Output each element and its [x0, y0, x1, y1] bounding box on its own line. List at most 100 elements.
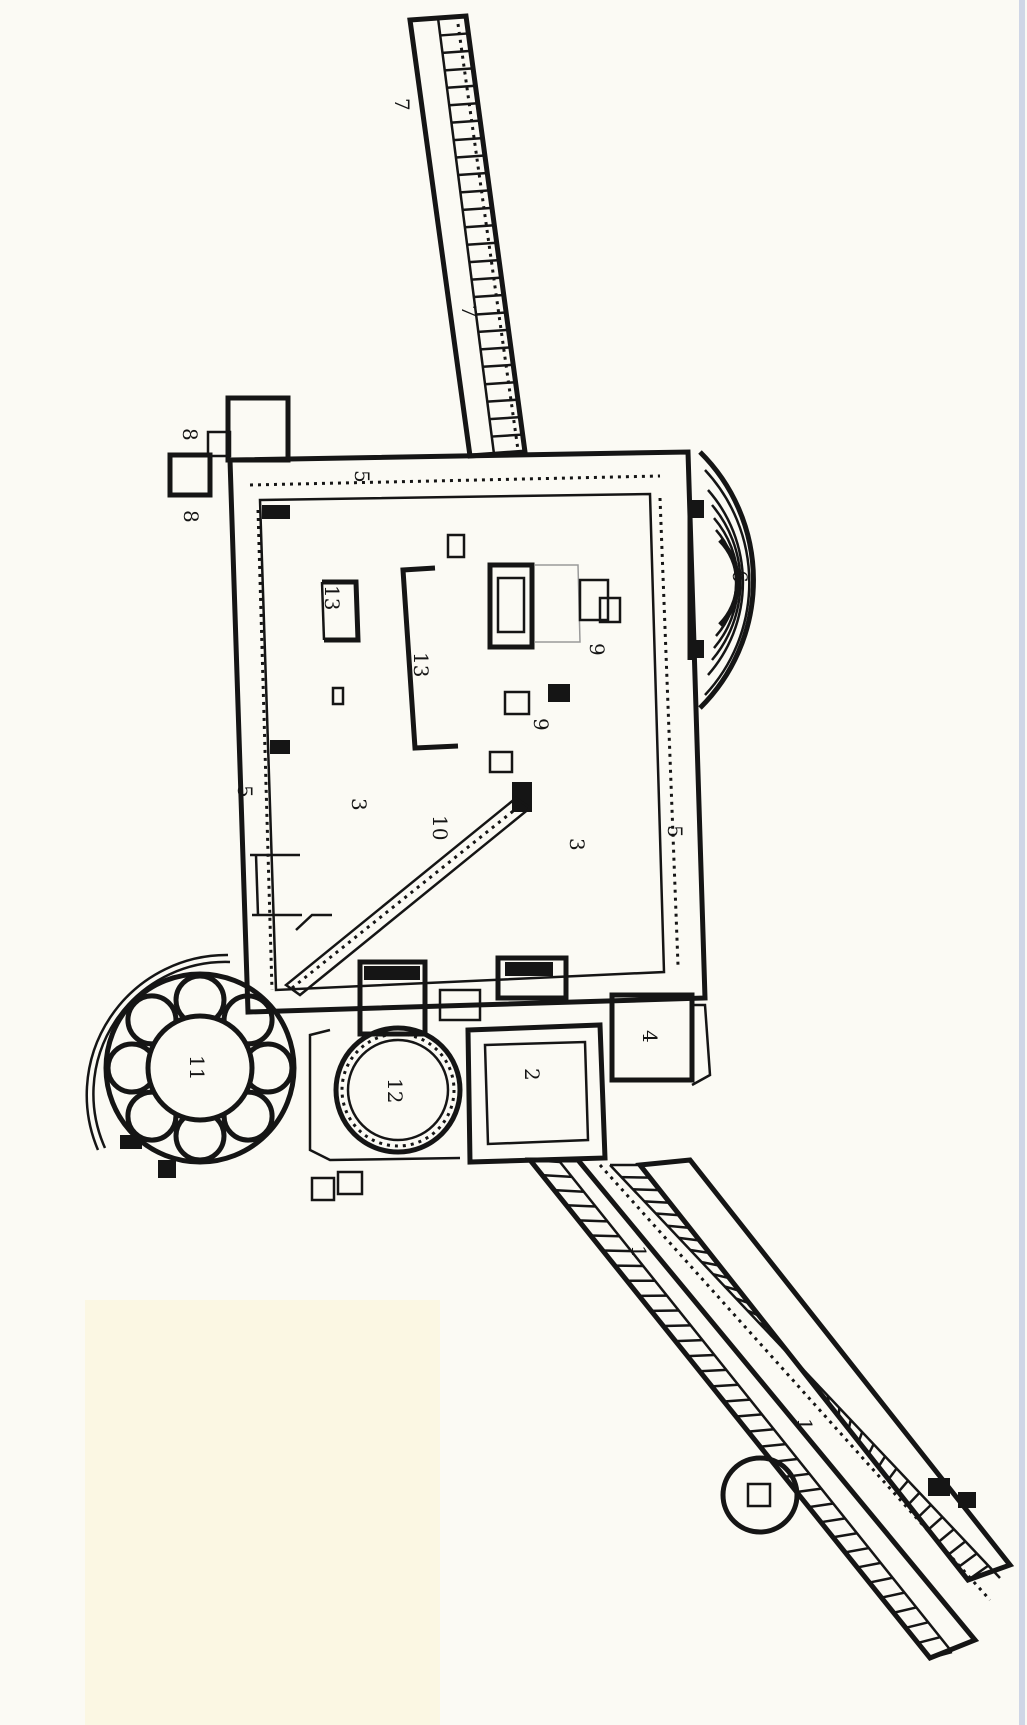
label-tower-b: 8 — [179, 510, 203, 523]
colonnade-stall-divider — [437, 14, 467, 20]
colonnade-stall-divider — [701, 1260, 720, 1267]
label-colonnade-entrance-a: 1 — [627, 1245, 651, 1258]
label-rotunda-small: 12 — [383, 1078, 407, 1103]
colonnade-stall-divider — [663, 1324, 691, 1328]
colonnade-stall-divider — [724, 1285, 740, 1292]
colonnade-stall-divider — [469, 258, 500, 264]
colonnade-stall-divider — [947, 1540, 967, 1556]
colonnade-stall-divider — [471, 276, 502, 281]
colonnade-stall-divider — [446, 84, 476, 90]
label-podium-b: 9 — [529, 718, 553, 731]
colonnade-stall-divider — [869, 1576, 893, 1584]
colonnade-stall-divider — [881, 1591, 905, 1599]
colonnade-stall-divider — [632, 1188, 660, 1192]
colonnade-stall-divider — [491, 433, 523, 438]
colonnade-stall-divider — [440, 32, 469, 37]
colonnade-stall-divider — [444, 67, 474, 72]
colonnade-stall-divider — [735, 1413, 763, 1418]
colonnade-stall-divider — [554, 1188, 584, 1193]
colonnade-stall-divider — [784, 1472, 810, 1479]
label-portico-west: 5 — [233, 785, 257, 798]
colonnade-stall-divider — [760, 1442, 786, 1448]
colonnade-stall-divider — [781, 1346, 790, 1355]
colonnade-stall-divider — [699, 1368, 727, 1373]
label-hall-a: 13 — [320, 585, 344, 610]
colonnade-stall-divider — [857, 1431, 864, 1443]
label-portico-north: 5 — [350, 470, 374, 483]
plan-labels: 7 7 8 8 5 5 5 13 13 9 9 3 3 10 6 4 2 12 … — [178, 98, 817, 1431]
colonnade-stall-divider — [796, 1487, 822, 1494]
colonnade-stall-divider — [967, 1564, 990, 1582]
colonnade-stall-divider — [808, 1502, 834, 1509]
colonnade-stall-divider — [832, 1531, 858, 1539]
colonnade-stall-divider — [482, 363, 514, 369]
north-colonnade — [407, 13, 528, 459]
label-colonnade-north-a: 7 — [390, 98, 414, 111]
colonnade-stall-divider — [917, 1504, 932, 1519]
theatre — [687, 450, 756, 710]
towers — [167, 395, 291, 498]
colonnade-stall-divider — [475, 311, 507, 316]
colonnade-stall-divider — [655, 1212, 680, 1217]
colonnade-stall-divider — [566, 1204, 596, 1208]
colonnade-stall-divider — [893, 1606, 917, 1614]
colonnade-stall-divider — [847, 1419, 852, 1430]
colonnade-stall-divider — [758, 1321, 770, 1330]
colonnade-stall-divider — [442, 49, 471, 55]
colonnade-stall-divider — [590, 1234, 620, 1238]
colonnade-stall-divider — [769, 1333, 780, 1343]
colonnade-stall-divider — [467, 241, 497, 246]
colonnade-stall-divider — [687, 1353, 715, 1358]
forum-interior — [250, 505, 622, 997]
colonnade-stall-divider — [602, 1249, 632, 1253]
colonnade-stall-divider — [458, 171, 488, 177]
label-forum-a: 3 — [347, 798, 371, 811]
colonnade-stall-divider — [747, 1309, 760, 1318]
colonnade-stall-divider — [644, 1200, 670, 1204]
colonnade-stall-divider — [929, 1650, 953, 1660]
colonnade-stall-divider — [917, 1635, 941, 1645]
label-corner-room: 4 — [638, 1030, 662, 1043]
colonnade-stall-divider — [542, 1173, 572, 1179]
south-complex — [85, 953, 712, 1202]
colonnade-stall-divider — [803, 1370, 811, 1380]
label-court: 2 — [520, 1068, 544, 1081]
label-podium-a: 9 — [585, 643, 609, 656]
colonnade-stall-divider — [464, 224, 495, 229]
colonnade-stall-divider — [480, 346, 511, 351]
pale-paper-area — [85, 1300, 440, 1725]
colonnade-stall-divider — [927, 1516, 944, 1531]
colonnade-stall-divider — [455, 154, 485, 159]
label-colonnade-entrance-b: 1 — [793, 1418, 817, 1431]
colonnade-stall-divider — [578, 1219, 608, 1223]
colonnade-stall-divider — [489, 415, 521, 421]
label-hall-b: 13 — [409, 652, 433, 677]
colonnade-stall-divider — [820, 1517, 846, 1524]
colonnade-stall-divider — [867, 1443, 875, 1455]
colonnade-stall-divider — [478, 328, 509, 334]
colonnade-stall-divider — [487, 398, 519, 403]
south-colonnade — [524, 1157, 1015, 1662]
colonnade-stall-divider — [711, 1383, 739, 1388]
colonnade-stall-divider — [887, 1467, 898, 1481]
colonnade-stall-divider — [451, 119, 481, 124]
colonnade-stall-divider — [460, 189, 490, 194]
colonnade-stall-divider — [815, 1383, 821, 1392]
label-rotunda-large: 11 — [185, 1055, 209, 1080]
colonnade-stall-divider — [937, 1528, 955, 1544]
label-theatre: 6 — [728, 570, 752, 583]
label-colonnade-north-b: 7 — [457, 305, 481, 318]
colonnade-stall-divider — [905, 1621, 929, 1630]
colonnade-stall-divider — [462, 206, 493, 212]
label-diagonal-wall: 10 — [428, 815, 452, 840]
colonnade-stall-divider — [675, 1338, 703, 1343]
forum-enclosure — [227, 449, 708, 1015]
colonnade-stall-divider — [678, 1236, 700, 1242]
colonnade-stall-divider — [723, 1398, 751, 1403]
colonnade-stall-divider — [712, 1273, 730, 1280]
colonnade-stall-divider — [844, 1546, 870, 1554]
colonnade-stall-divider — [484, 380, 516, 386]
label-forum-b: 3 — [565, 838, 589, 851]
label-portico-east: 5 — [663, 825, 687, 838]
